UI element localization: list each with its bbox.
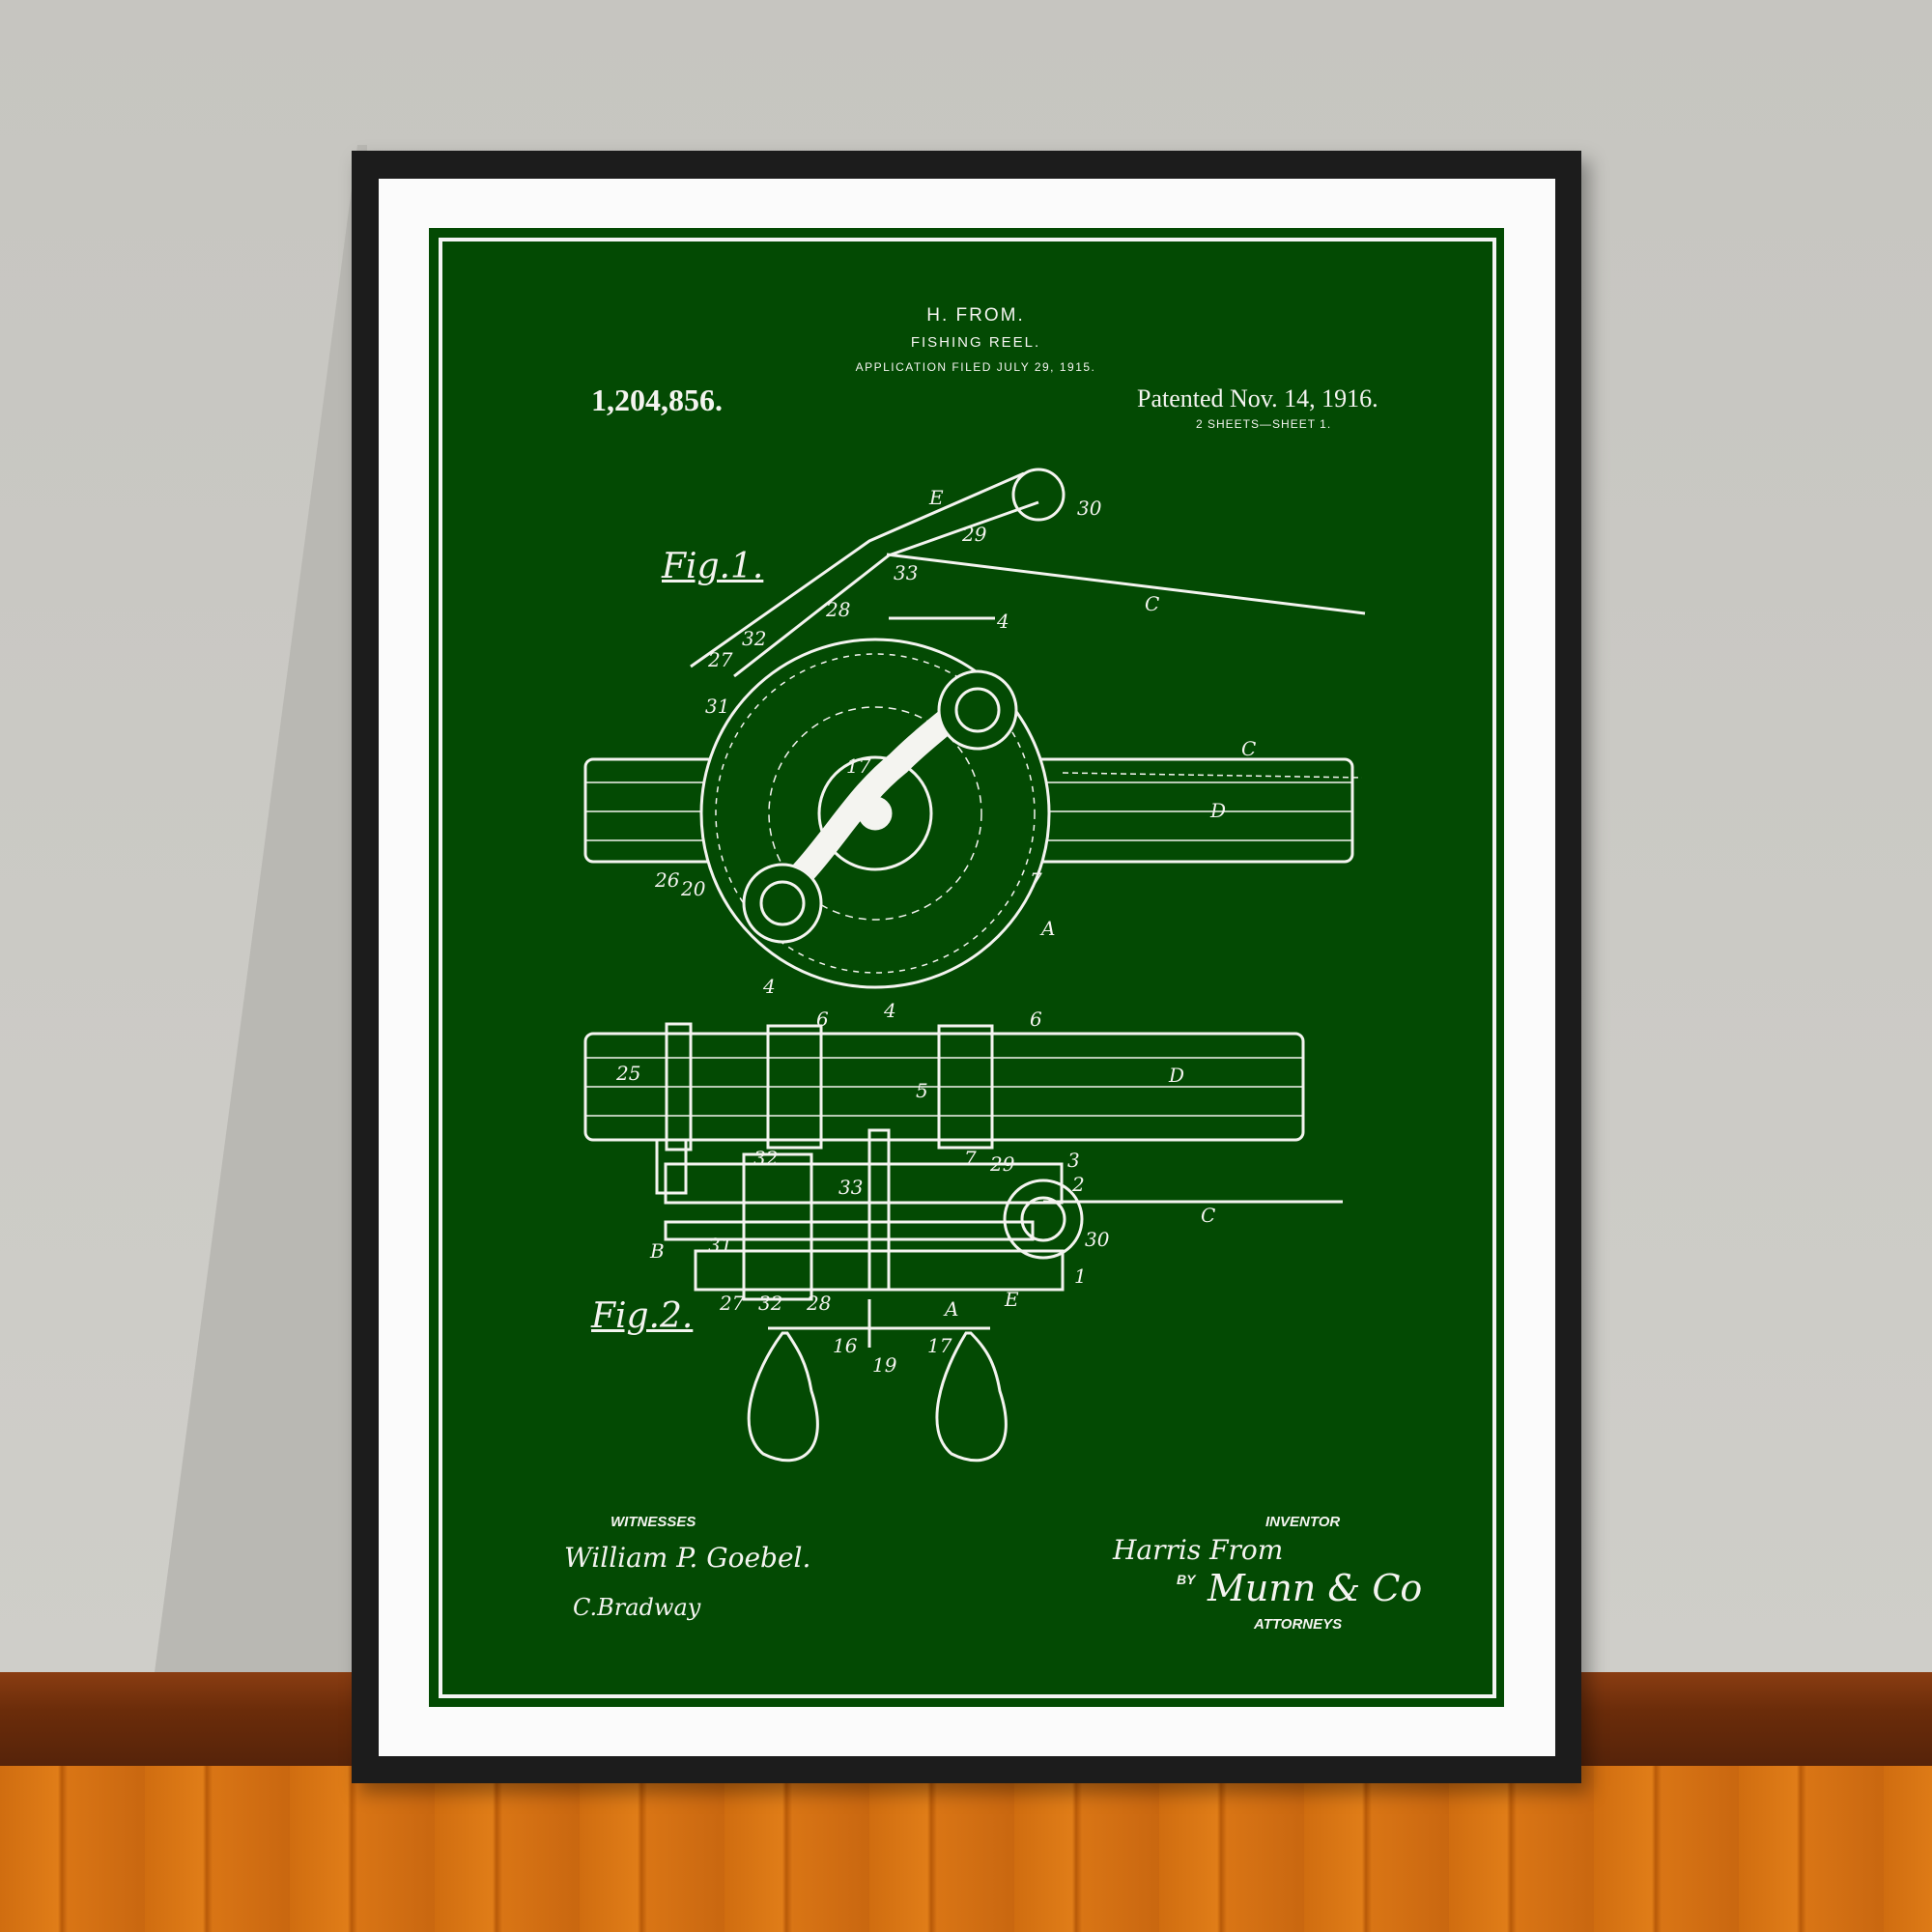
wood-floor: [0, 1766, 1932, 1932]
inventor-header: H. FROM.: [926, 305, 1025, 326]
fig1-ref: C: [1241, 737, 1256, 760]
fig1-ref: 30: [1077, 497, 1102, 520]
fig2-ref: 25: [615, 1062, 640, 1085]
fig2-handles: [747, 1299, 1008, 1463]
fig2-ref: D: [1168, 1064, 1184, 1087]
fig1-ref: E: [928, 486, 944, 509]
poster-inner-border: [439, 238, 1496, 1698]
fig1-reel: [699, 638, 1051, 989]
fig2-ref: 32: [758, 1292, 782, 1315]
inventor-signature: Harris From: [1113, 1534, 1284, 1566]
fig2-ref: 31: [708, 1234, 732, 1257]
fig2-rod: [583, 1022, 1305, 1151]
fig2-mechanism: [655, 1128, 1343, 1301]
fig1-ref: 26: [654, 868, 680, 892]
fig2-ref: 3: [1067, 1149, 1080, 1172]
sheets-label: 2 SHEETS—SHEET 1.: [1196, 417, 1332, 431]
fig2-ref: 2: [1071, 1173, 1085, 1196]
witness-signature-1: William P. Goebel.: [564, 1542, 811, 1574]
fig2-ref: 5: [916, 1079, 928, 1102]
fig2-ref: 17: [927, 1334, 952, 1357]
fig1-ref: 17: [846, 754, 871, 778]
patent-title: FISHING REEL.: [910, 334, 1041, 351]
fig2-label: Fig.2.: [591, 1296, 694, 1336]
fig2-ref: E: [1004, 1288, 1019, 1311]
fig1-ref: D: [1209, 799, 1226, 822]
fig1-ref: 7: [1030, 868, 1042, 892]
fig1-ref: 33: [894, 561, 918, 584]
patented-date: Patented Nov. 14, 1916.: [1137, 384, 1378, 412]
fig2-ref: 27: [719, 1292, 745, 1315]
fig2-ref: 16: [833, 1334, 858, 1357]
fig2-ref: B: [649, 1239, 665, 1263]
witnesses-label: WITNESSES: [611, 1514, 696, 1530]
fig2-ref: 6: [816, 1008, 829, 1031]
fig1-ref: 4: [883, 999, 896, 1022]
fig1-ref: 27: [707, 648, 733, 671]
attorney-signature: Munn & Co: [1208, 1567, 1423, 1609]
application-filed: APPLICATION FILED JULY 29, 1915.: [855, 360, 1096, 374]
attorneys-label: ATTORNEYS: [1254, 1616, 1343, 1633]
fig1-ref: 4: [762, 975, 776, 998]
fig1-ref: C: [1145, 592, 1159, 615]
fig2-ref: 28: [806, 1292, 831, 1315]
fig2-ref: 29: [989, 1152, 1015, 1176]
fig2-ref: C: [1201, 1204, 1215, 1227]
fig1-ref: 28: [825, 598, 850, 621]
fig1-label: Fig.1.: [662, 547, 764, 586]
inventor-label: INVENTOR: [1265, 1514, 1341, 1530]
fig2-ref: 19: [872, 1353, 897, 1377]
by-label: BY: [1177, 1572, 1196, 1587]
fig2-ref: 1: [1074, 1264, 1087, 1288]
fig1-ref: 20: [680, 877, 706, 900]
fig1-ref: 31: [705, 695, 729, 718]
fig1-ref: A: [1039, 917, 1055, 940]
witness-signature-2: C.Bradway: [573, 1594, 701, 1621]
fig1-ref: 29: [961, 523, 987, 546]
fig2-ref: 32: [753, 1147, 778, 1170]
patent-number: 1,204,856.: [591, 383, 723, 417]
fig2-ref: 33: [838, 1176, 863, 1199]
fig2-ref: A: [943, 1297, 958, 1321]
fig1-level-wind-arm: [690, 468, 1366, 779]
fig2-ref: 6: [1030, 1008, 1042, 1031]
fig1-ref: 4: [996, 610, 1009, 633]
fig2-ref: 7: [964, 1147, 977, 1170]
fig1-ref: 32: [742, 627, 766, 650]
fig2-ref: 30: [1085, 1228, 1110, 1251]
